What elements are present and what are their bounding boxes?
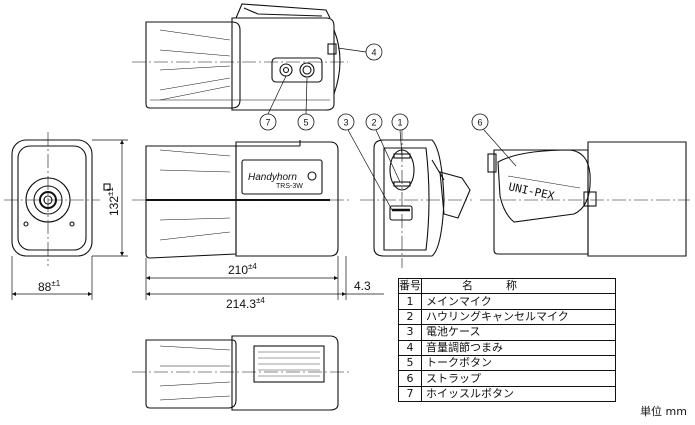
svg-text:3: 3 bbox=[343, 118, 348, 128]
row-num: 2 bbox=[398, 308, 422, 326]
strap-view bbox=[480, 141, 690, 257]
front-dimensions bbox=[11, 139, 128, 300]
row-name: ハウリングキャンセルマイク bbox=[421, 308, 616, 326]
front-width-dim: 88±1 bbox=[38, 279, 61, 294]
row-num: 7 bbox=[398, 385, 422, 403]
gap-dim: 4.3 bbox=[354, 279, 371, 293]
front-view bbox=[4, 132, 111, 266]
front-height-dim: 132±1 bbox=[106, 187, 121, 216]
row-num: 3 bbox=[398, 324, 422, 341]
row-name: ストラップ bbox=[421, 370, 616, 387]
svg-text:5: 5 bbox=[303, 118, 308, 128]
callout-2: 2 bbox=[365, 113, 383, 131]
callout-leaders bbox=[267, 47, 517, 211]
header-name: 名 称 bbox=[421, 277, 616, 295]
header-num: 番号 bbox=[398, 277, 422, 295]
parts-table-header: 番号 名 称 bbox=[398, 277, 616, 295]
side-view bbox=[132, 140, 350, 259]
device-label-plate: Handyhorn TRS-3W bbox=[248, 172, 303, 190]
callout-1: 1 bbox=[391, 113, 409, 131]
rear-view bbox=[360, 126, 472, 268]
callout-3: 3 bbox=[337, 113, 355, 131]
svg-text:7: 7 bbox=[265, 118, 270, 128]
row-num: 5 bbox=[398, 354, 422, 372]
row-name: トークボタン bbox=[421, 354, 616, 372]
row-name: ホイッスルボタン bbox=[421, 385, 616, 403]
callout-5: 5 bbox=[297, 113, 315, 131]
row-name: メインマイク bbox=[421, 293, 616, 310]
callout-7: 7 bbox=[259, 113, 277, 131]
callout-6: 6 bbox=[471, 113, 489, 131]
svg-text:4: 4 bbox=[371, 48, 376, 58]
row-num: 1 bbox=[398, 293, 422, 310]
svg-text:6: 6 bbox=[477, 118, 482, 128]
width-210-dim: 210±4 bbox=[228, 262, 257, 277]
svg-text:Handyhorn: Handyhorn bbox=[248, 172, 297, 183]
row-num: 6 bbox=[398, 370, 422, 387]
svg-text:1: 1 bbox=[397, 118, 402, 128]
bottom-view bbox=[132, 335, 350, 411]
side-dimensions bbox=[145, 256, 384, 300]
row-name: 音量調節つまみ bbox=[421, 339, 616, 356]
unit-label: 単位 mm bbox=[640, 405, 687, 418]
callout-4: 4 bbox=[365, 43, 383, 61]
strap-brand: UNI-PEX bbox=[507, 180, 555, 202]
top-view bbox=[132, 3, 348, 111]
svg-text:TRS-3W: TRS-3W bbox=[276, 183, 303, 190]
width-214-dim: 214.3±4 bbox=[226, 296, 265, 311]
svg-text:2: 2 bbox=[371, 118, 376, 128]
row-num: 4 bbox=[398, 339, 422, 356]
row-name: 電池ケース bbox=[421, 324, 616, 341]
